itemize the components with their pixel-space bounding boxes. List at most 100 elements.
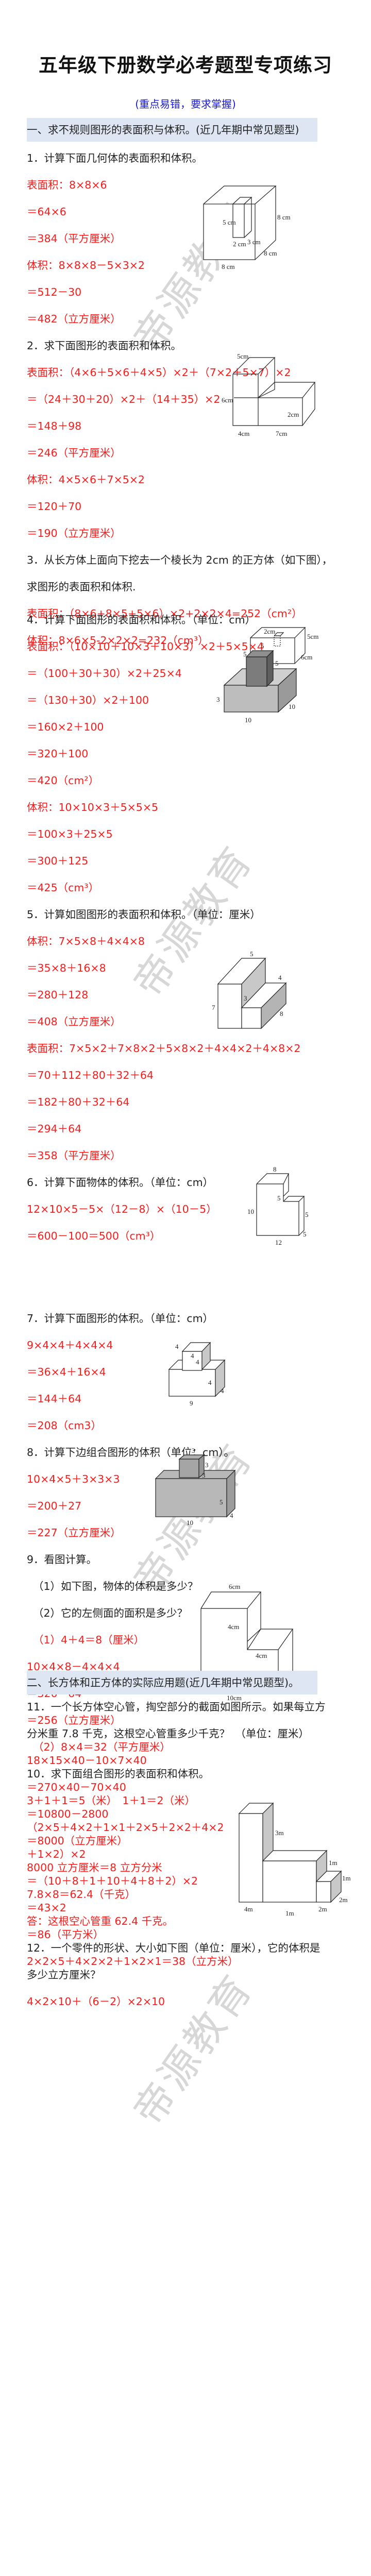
svg-text:4: 4	[230, 1512, 233, 1519]
svg-text:12: 12	[275, 1239, 282, 1246]
answer-line: ＝148＋98	[27, 420, 82, 432]
question-9: 9．看图计算。	[27, 1553, 97, 1566]
answer-line: ＝160×2＋100	[27, 721, 104, 733]
answer-line: ＝64×6	[27, 206, 66, 218]
svg-text:5: 5	[220, 1498, 223, 1506]
answer-line: 9×4×4＋4×4×4	[27, 1339, 113, 1351]
figure-q1-cube-with-notch: 8 cm 5 cm 2 cm 3 cm 8 cm 8 cm	[201, 183, 291, 271]
answer-line: ＝（130＋30）×2＋100	[27, 694, 149, 706]
svg-text:5: 5	[261, 642, 264, 650]
svg-text:6cm: 6cm	[222, 396, 233, 404]
answer-line: 体积：7×5×8＋4×4×8	[27, 935, 145, 947]
question-7: 7．计算下面图形的体积。（单位：cm）	[27, 1312, 214, 1325]
svg-text:4: 4	[221, 1387, 224, 1395]
svg-text:5cm: 5cm	[237, 352, 248, 360]
answer-line: ＝（10＋8＋1＋10＋4＋8＋2）×2	[27, 1875, 198, 1887]
svg-text:8 cm: 8 cm	[264, 249, 277, 257]
svg-text:2m: 2m	[339, 1896, 348, 1904]
answer-line: ＝120＋70	[27, 500, 82, 513]
svg-text:3m: 3m	[275, 1829, 284, 1837]
svg-text:7: 7	[212, 1004, 215, 1011]
svg-text:2cm: 2cm	[264, 628, 275, 635]
answer-line: 8000 立方厘米＝8 立方分米	[27, 1861, 162, 1874]
svg-text:3: 3	[205, 1461, 209, 1469]
answer-line: ＝70＋112＋80＋32＋64	[27, 1069, 154, 1081]
answer-line: 7.8×8＝62.4（千克）	[27, 1888, 136, 1901]
answer-line: 表面积：（4×6＋5×6＋4×5）×2＋（7×2＋5×7）×2	[27, 366, 291, 379]
svg-text:3: 3	[244, 994, 247, 1002]
question-9-part-1: （1）如下图，物体的体积是多少？	[33, 1580, 198, 1592]
svg-text:5: 5	[275, 659, 279, 667]
svg-text:4cm: 4cm	[238, 430, 249, 437]
answer-line: 表面积：（10×10＋10×3＋10×3）×2＋5×5×4	[27, 640, 264, 653]
svg-text:4m: 4m	[244, 1905, 253, 1913]
page-title: 五年级下册数学必考题型专项练习	[39, 54, 332, 76]
svg-text:4: 4	[208, 1379, 212, 1386]
answer-line: ＝36×4＋16×4	[27, 1366, 106, 1378]
svg-text:10cm: 10cm	[227, 1694, 242, 1702]
answer-line: 2×2×5＋4×2×2＋1×2×1＝38（立方米）	[27, 1955, 239, 1968]
answer-line: ＝86（平方米）	[27, 1928, 104, 1941]
answer-line: （2×5＋4×2＋1×1＋2×5＋2×2＋4×2	[27, 1821, 224, 1834]
section-header-1: 一、求不规则图形的表面积与体积。(近几年期中常见题型)	[27, 118, 317, 142]
answer-line: ＝208（cm3）	[27, 1419, 102, 1432]
figure-q6-stepped-prism: 8 5 10 5 5 12	[246, 1165, 313, 1247]
answer-line: 10×4×5＋3×3×3	[27, 1473, 120, 1485]
svg-text:5: 5	[305, 1211, 309, 1218]
answer-line: ＝425（cm³）	[27, 882, 99, 894]
svg-text:4cm: 4cm	[228, 1623, 239, 1631]
svg-text:8: 8	[280, 1010, 283, 1018]
svg-text:5: 5	[250, 950, 254, 958]
answer-line: ＝100×3＋25×5	[27, 828, 113, 840]
answer-line: ＝408（立方厘米）	[27, 1015, 121, 1028]
answer-line: ＝512－30	[27, 286, 82, 298]
svg-text:4: 4	[191, 1352, 194, 1360]
svg-text:5: 5	[243, 650, 247, 658]
svg-text:3 cm: 3 cm	[247, 238, 261, 246]
svg-text:8 cm: 8 cm	[222, 263, 235, 270]
question-12-line-2: 多少立方厘米？	[27, 1969, 101, 1981]
answer-line: ＝（100＋30＋30）×2＋25×4	[27, 667, 182, 680]
svg-text:5 cm: 5 cm	[223, 218, 236, 226]
svg-text:4: 4	[196, 1358, 199, 1366]
svg-text:5: 5	[277, 1194, 281, 1202]
question-12-line-1: 12．一个零件的形状、大小如下图（单位：厘米），它的体积是	[27, 1942, 321, 1954]
question-11-line-1: 11．一个长方体空心管，掏空部分的截面如图所示。如果每立方	[27, 1701, 326, 1713]
answer-line: ＝190（立方厘米）	[27, 527, 121, 539]
question-6: 6．计算下面物体的体积。（单位：cm）	[27, 1176, 214, 1189]
answer-line: （1）4＋4＝8（厘米）	[33, 1634, 145, 1646]
answer-line: ＝246（平方厘米）	[27, 447, 121, 459]
question-10: 10．求下面组合图形的表面积和体积。	[27, 1768, 210, 1780]
answer-line: ＝35×8＋16×8	[27, 962, 106, 974]
answer-line: ＝256（立方厘米）	[27, 1714, 121, 1726]
answer-line: ＝270×40－70×40	[27, 1781, 126, 1793]
figure-q7-stacked-boxes: 4 4 4 4 4 9	[164, 1338, 231, 1426]
answer-line: ＝（24＋30＋20）×2＋（14＋35）×2	[27, 393, 221, 405]
answer-line: ＝227（立方厘米）	[27, 1527, 121, 1539]
question-2: 2．求下面图形的表面积和体积。	[27, 340, 182, 352]
answer-line: ＝43×2	[27, 1902, 66, 1914]
answer-line: ＝8000（立方厘米）	[27, 1835, 128, 1847]
question-4: 4．计算下面图形的表面积和体积。（单位：cm）	[27, 614, 256, 626]
answer-line: 体积：10×10×3＋5×5×5	[27, 801, 159, 814]
svg-text:4cm: 4cm	[256, 1652, 267, 1659]
figure-q2-l-shape: 5cm 6cm 2cm 4cm 7cm	[222, 348, 317, 441]
svg-text:2m: 2m	[318, 1905, 327, 1913]
svg-text:10: 10	[247, 1208, 254, 1215]
answer-line: 体积：8×8×8－5×3×2	[27, 259, 145, 272]
svg-text:3: 3	[202, 1471, 206, 1479]
answer-line: ＝482（立方厘米）	[27, 313, 121, 325]
svg-text:8 cm: 8 cm	[277, 213, 291, 221]
answer-line: ＝144＋64	[27, 1393, 82, 1405]
answer-line: ＝182＋80＋32＋64	[27, 1096, 130, 1108]
answer-line: 18×15×40－10×7×40	[27, 1754, 147, 1767]
svg-text:8: 8	[273, 1165, 277, 1173]
page-subtitle: (重点易错，要求掌握)	[135, 98, 236, 110]
svg-text:1m: 1m	[342, 1874, 351, 1882]
answer-line: 4×2×10＋（6－2）×2×10	[27, 1995, 165, 2008]
svg-text:10: 10	[187, 1519, 193, 1527]
answer-line: ＝600－100＝500（cm³）	[27, 1230, 161, 1242]
answer-line: ＝320＋100	[27, 748, 89, 760]
svg-text:5: 5	[303, 1230, 307, 1238]
svg-text:10: 10	[245, 716, 251, 724]
